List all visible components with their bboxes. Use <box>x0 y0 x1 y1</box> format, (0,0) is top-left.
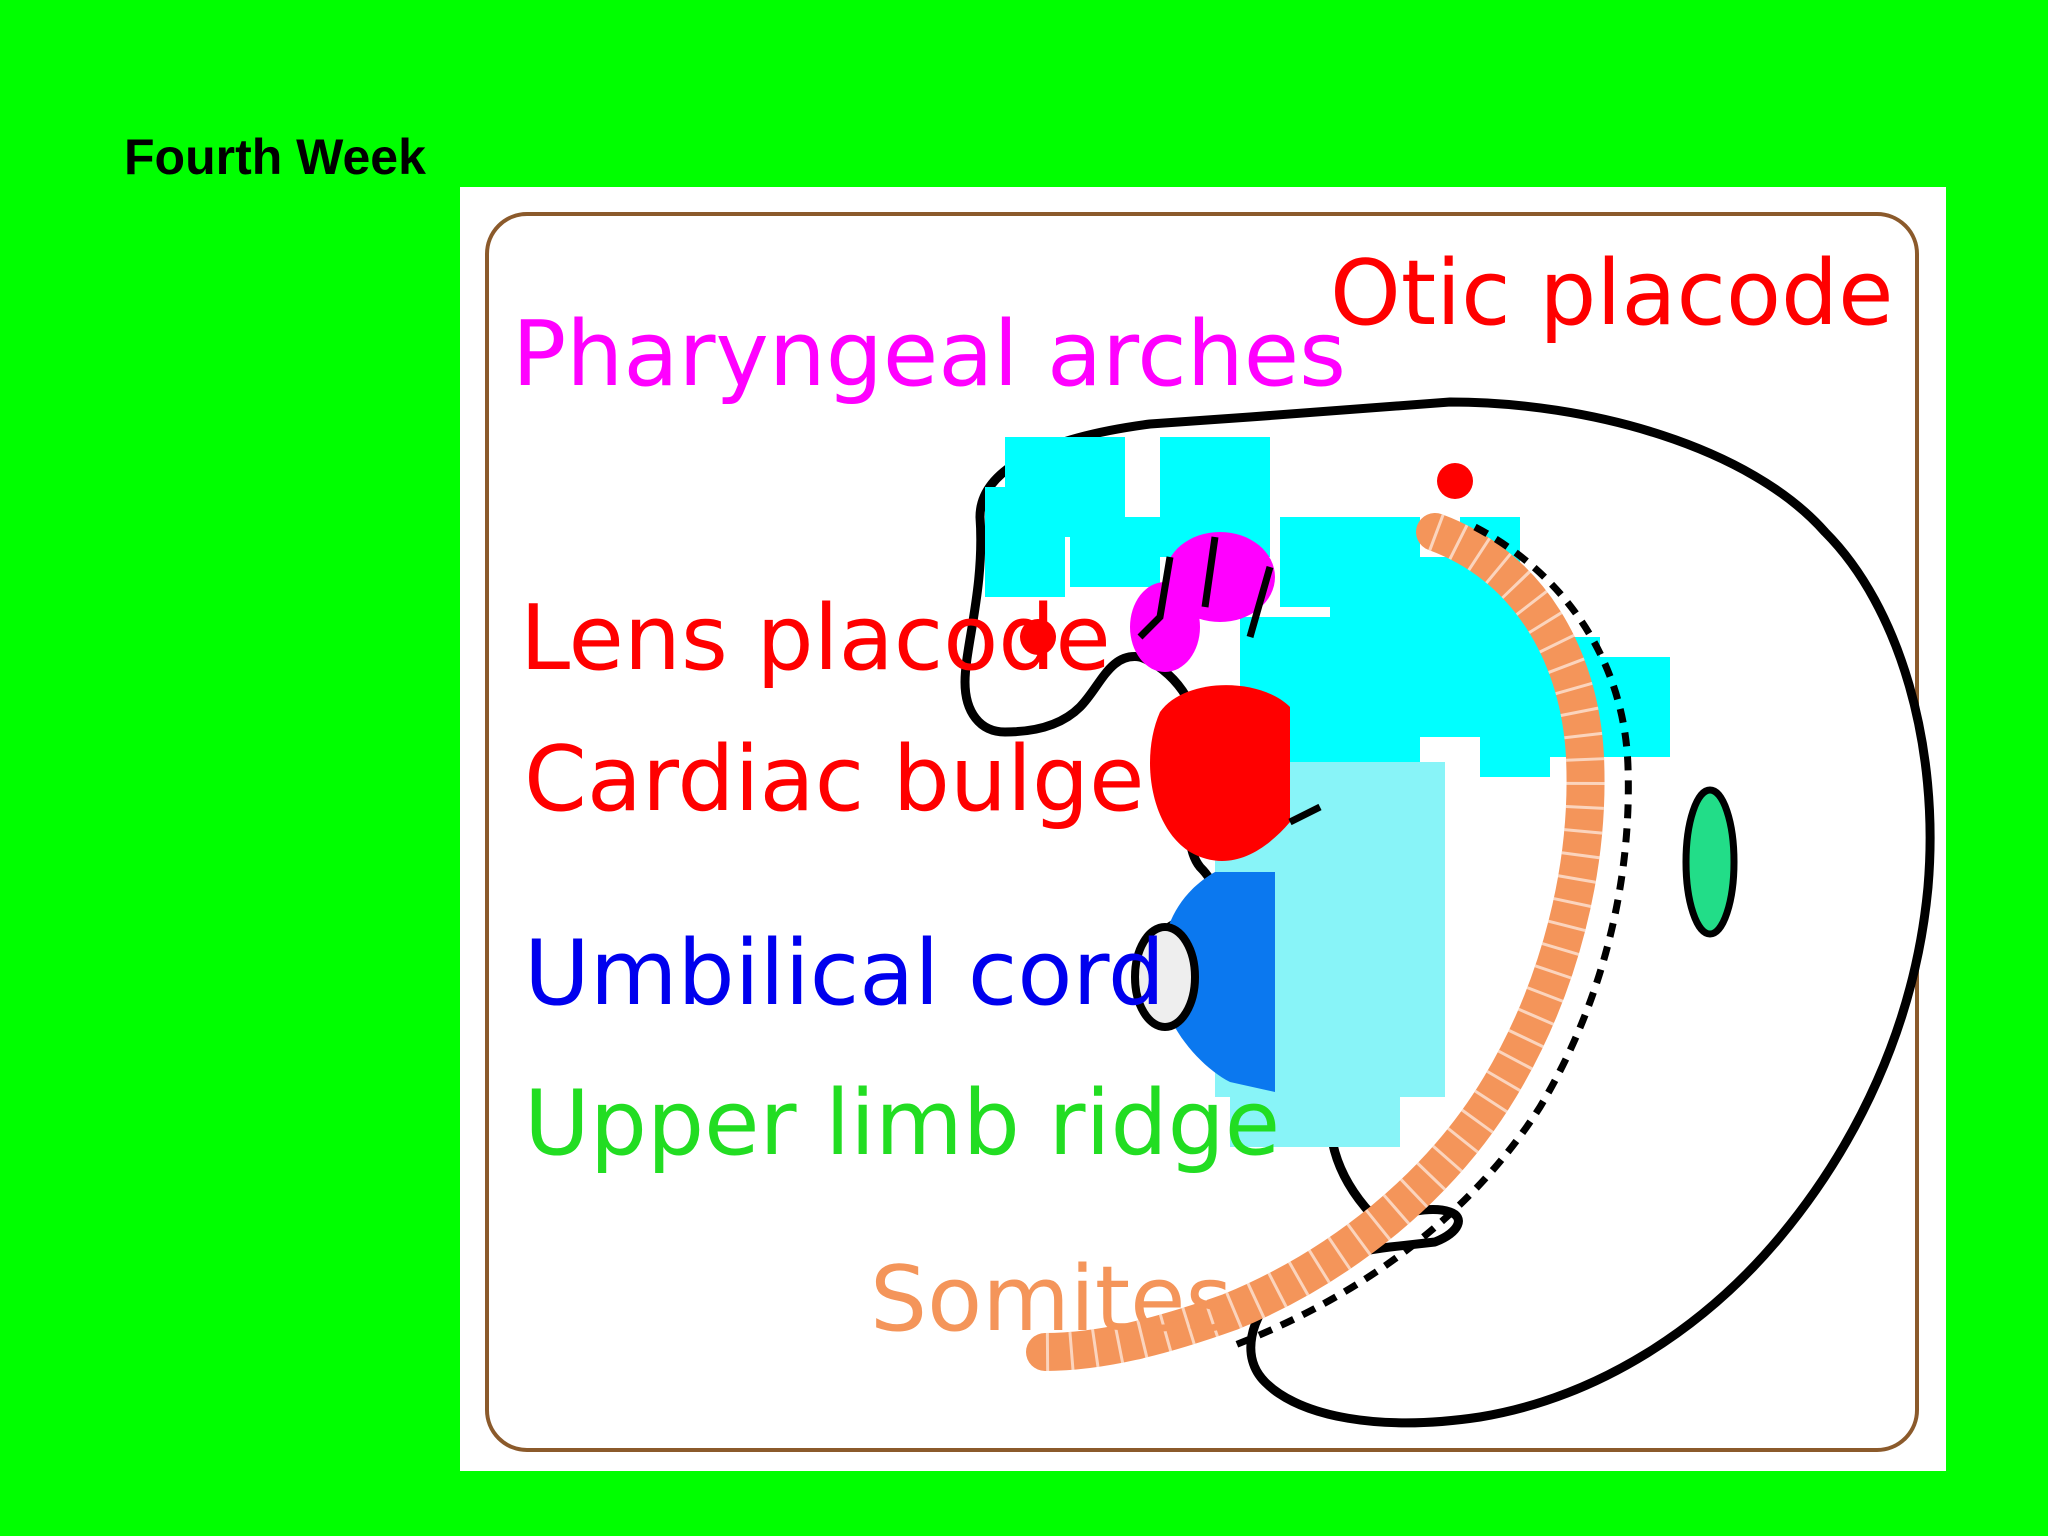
umbilical-stump <box>1131 923 1199 1031</box>
umbilical-cord-shape <box>1160 872 1275 1092</box>
otic-placode-label: Otic placode <box>1330 241 1894 346</box>
umbilical-cord-label: Umbilical cord <box>524 921 1165 1026</box>
pharyngeal-arches-shape <box>1130 532 1275 672</box>
somite-segments <box>1044 514 1605 1371</box>
upper-limb-ridge-shape <box>1682 786 1738 938</box>
somites-label: Somites <box>870 1247 1232 1352</box>
otic-placode-dot <box>1437 463 1473 499</box>
trunk-mesenchyme-lower <box>1230 1087 1400 1147</box>
cardiac-line <box>1288 803 1322 826</box>
slide-title: Fourth Week <box>124 129 426 185</box>
pharyngeal-arches-label: Pharyngeal arches <box>512 302 1346 407</box>
upper-limb-ridge-label: Upper limb ridge <box>524 1071 1280 1176</box>
embryo-figure-panel: Otic placode Pharyngeal arches Lens plac… <box>460 187 1946 1471</box>
neural-tube-line <box>1228 523 1632 1351</box>
head-mesenchyme <box>985 437 1670 797</box>
embryo-diagram: Otic placode Pharyngeal arches Lens plac… <box>485 212 1935 1452</box>
cardiac-bulge-label: Cardiac bulge <box>524 727 1144 832</box>
embryo-body <box>960 397 1935 1428</box>
cardiac-bulge-shape <box>1150 685 1290 861</box>
lens-placode-label: Lens placode <box>520 586 1111 691</box>
lens-placode-dot <box>1020 619 1056 655</box>
